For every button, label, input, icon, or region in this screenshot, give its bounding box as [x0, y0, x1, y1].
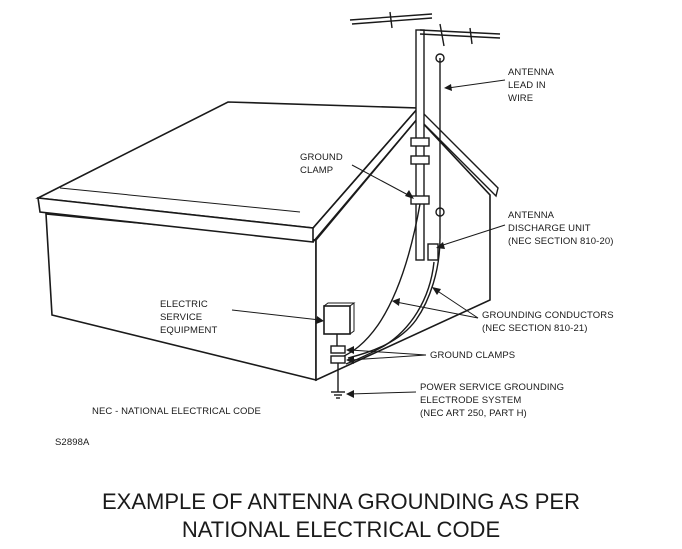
house: [35, 101, 499, 382]
house-front-wall: [45, 213, 317, 382]
label-antenna-discharge-unit: ANTENNA DISCHARGE UNIT (NEC SECTION 810-…: [508, 210, 613, 247]
leader-lines: [231, 79, 506, 398]
antenna-discharge-unit: [427, 243, 439, 261]
grounding-conductor-1: [343, 203, 421, 357]
label-nec-note: NEC - NATIONAL ELECTRICAL CODE: [92, 406, 261, 417]
mast-ground-clamp: [410, 195, 430, 205]
label-electric-service-equipment: ELECTRIC SERVICE EQUIPMENT: [160, 299, 217, 336]
electric-service-equipment: [323, 305, 351, 335]
label-ground-clamps: GROUND CLAMPS: [430, 350, 515, 361]
figure-code: S2898A: [55, 437, 90, 448]
label-grounding-conductors: GROUNDING CONDUCTORS (NEC SECTION 810-21…: [482, 310, 616, 334]
label-ground-clamp: GROUND CLAMP: [300, 152, 346, 176]
ground-clamp-1: [330, 345, 346, 354]
label-power-service-grounding: POWER SERVICE GROUNDING ELECTRODE SYSTEM…: [420, 382, 567, 419]
label-antenna-lead-in-wire: ANTENNA LEAD IN WIRE: [508, 67, 556, 104]
caption-line-1: EXAMPLE OF ANTENNA GROUNDING AS PER: [102, 489, 580, 514]
antenna-lead-in-wire: [347, 58, 441, 359]
ground-clamp-2: [330, 355, 346, 364]
caption-line-2: NATIONAL ELECTRICAL CODE: [182, 517, 500, 542]
